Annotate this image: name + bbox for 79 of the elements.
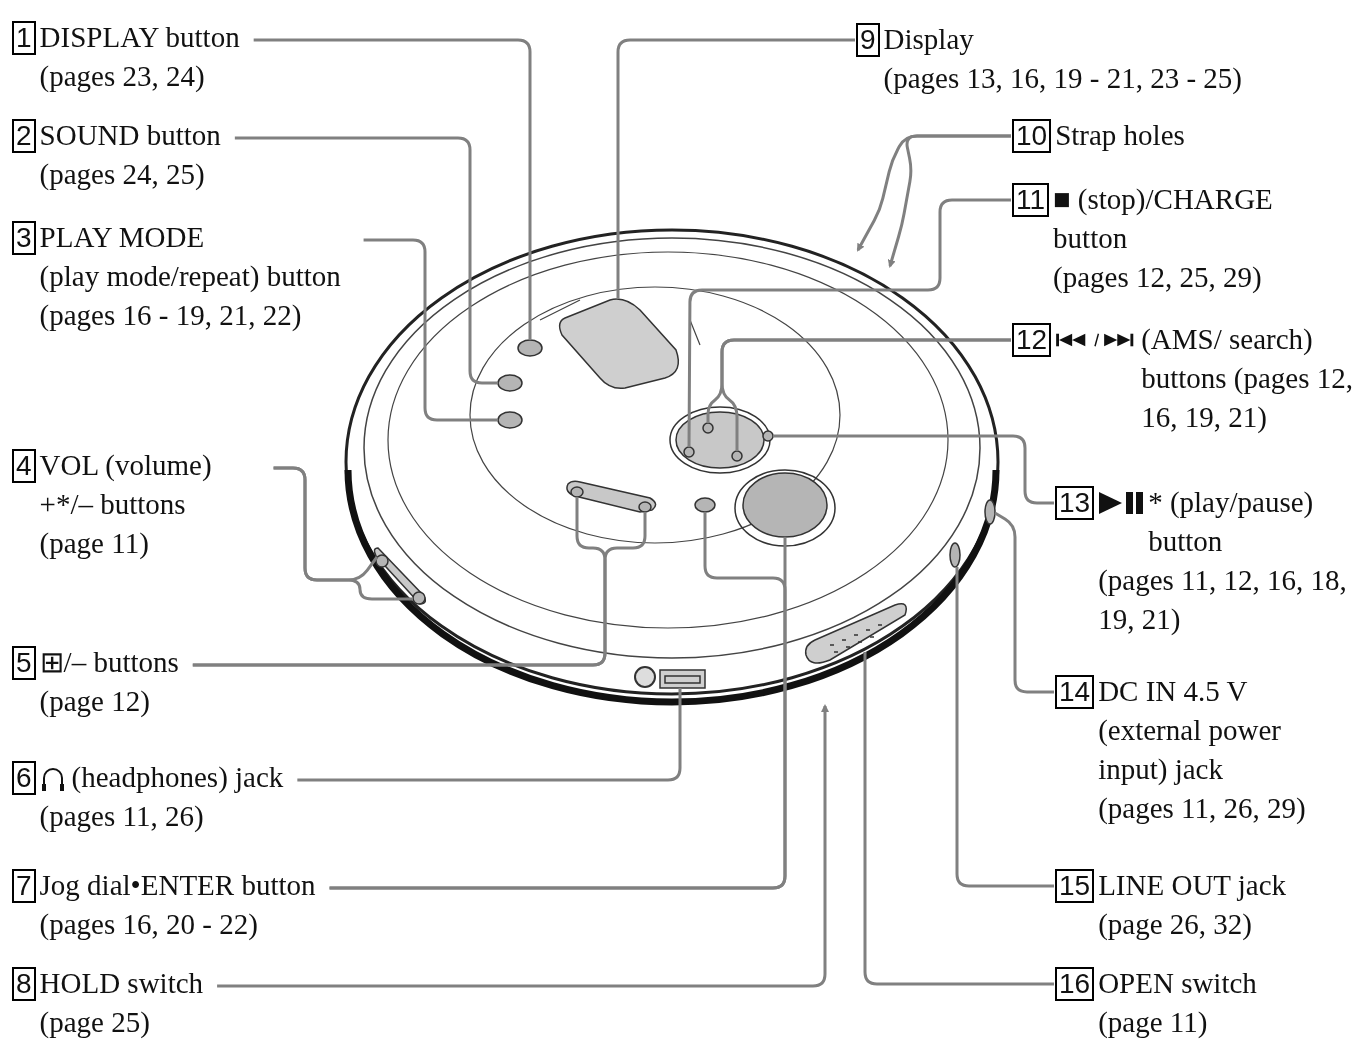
callout-text: (pages 13, 16, 19 - 21, 23 - 25): [883, 61, 1242, 96]
callout-text: (play mode/repeat) button (pages 16 - 19, 21, 22): [39, 259, 342, 333]
callout-text: ⊞/– buttons: [39, 645, 179, 680]
callout-text: (pages 24, 25): [39, 157, 205, 192]
minus-button: [638, 501, 652, 513]
line-out-jack: [949, 542, 961, 568]
callout-text: (pages 11, 26): [39, 799, 204, 834]
volume-down-button: [412, 591, 426, 605]
callout-text: (page 11): [39, 526, 149, 561]
callout-text: LINE OUT jack: [1098, 868, 1287, 903]
callout-number: 3: [12, 221, 36, 255]
callout-text: (page 11): [1098, 1005, 1208, 1040]
headphones-jack: [659, 669, 706, 689]
callout-text: (AMS/ search) buttons (pages 12, 16, 19, 21): [1141, 322, 1354, 435]
stop-button: [683, 446, 695, 458]
callout-text: (page 26, 32): [1098, 907, 1252, 942]
display-button: [517, 339, 543, 357]
callout-number: 11: [1012, 183, 1050, 217]
play-mode-button: [497, 411, 523, 429]
callout-text: DC IN 4.5 V: [1098, 674, 1248, 709]
callout-number: 4: [12, 449, 36, 483]
leader-line: [297, 688, 682, 782]
volume-up-button: [375, 554, 389, 568]
plus-button: [570, 486, 584, 498]
leader-line: [687, 198, 1011, 447]
callout-text: (pages 12, 25, 29): [1053, 260, 1262, 295]
callout-text: Strap holes: [1055, 118, 1185, 153]
leader-line: [887, 134, 1011, 268]
leader-line: [994, 511, 1054, 694]
callout-number: 1: [12, 21, 36, 55]
callout-number: 15: [1055, 869, 1095, 903]
callout-text: (page 12): [39, 684, 150, 719]
open-switch: [804, 603, 907, 664]
sound-button: [497, 374, 523, 392]
callout-text: (pages 11, 26, 29): [1098, 791, 1306, 826]
callout-text: (pages 23, 24): [39, 59, 205, 94]
callout-number: 13: [1055, 486, 1095, 520]
callout-text: ■ (stop)/CHARGE button: [1053, 182, 1274, 256]
previous-button: [702, 422, 714, 434]
leader-line: [363, 238, 498, 422]
leader-line: [720, 338, 1011, 451]
callout-number: 5: [12, 646, 36, 680]
callout-number: 16: [1055, 967, 1095, 1001]
callout-text: PLAY MODE: [39, 220, 205, 255]
callout-number: 9: [856, 23, 880, 57]
callout-text: (pages 11, 12, 16, 18, 19, 21): [1098, 563, 1348, 637]
callout-text: Jog dial•ENTER button: [39, 868, 316, 903]
dc-in-jack: [984, 499, 996, 525]
leader-line: [217, 704, 829, 988]
leader-line: [616, 38, 855, 299]
jog-dial: [742, 472, 828, 538]
callout-number: 6: [12, 761, 36, 795]
callout-text: SOUND button: [39, 118, 221, 153]
next-button: [731, 450, 743, 462]
callout-text: * (play/pause) button: [1148, 485, 1315, 559]
callout-number: 7: [12, 869, 36, 903]
callout-text: DISPLAY button: [39, 20, 240, 55]
display-window: [558, 298, 680, 390]
play-pause-button: [762, 430, 774, 442]
callout-text: Display: [883, 22, 974, 57]
small-button: [694, 497, 716, 513]
leader-line: [234, 136, 498, 385]
callout-text: (pages 16, 20 - 22): [39, 907, 258, 942]
callout-text: VOL (volume) +*/– buttons: [39, 448, 213, 522]
callout-number: 14: [1055, 675, 1095, 709]
leader-line: [773, 434, 1054, 505]
leader-line: [253, 38, 532, 340]
callout-text: (page 25): [39, 1005, 150, 1040]
leader-line: [863, 652, 1054, 986]
callout-text: (external power input) jack: [1098, 713, 1282, 787]
leader-line: [273, 466, 413, 601]
leader-line: [955, 567, 1054, 888]
callout-number: 2: [12, 119, 36, 153]
callout-text: (headphones) jack: [71, 760, 284, 795]
callout-number: 8: [12, 967, 36, 1001]
callout-text: HOLD switch: [39, 966, 204, 1001]
callout-number: 12: [1012, 323, 1052, 357]
callout-text: OPEN switch: [1098, 966, 1257, 1001]
callout-number: 10: [1012, 119, 1052, 153]
